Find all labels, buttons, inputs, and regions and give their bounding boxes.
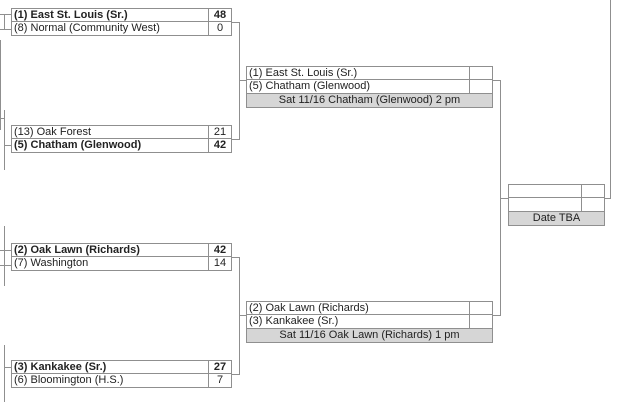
- team-score: [469, 315, 492, 328]
- team-score: 21: [208, 126, 231, 138]
- qf2-team2: (5) Chatham (Glenwood) 42: [11, 139, 232, 153]
- stub-line-r1: [0, 250, 11, 251]
- bracket-line-sf1: [493, 80, 501, 81]
- final-game-info: Date TBA: [508, 212, 605, 226]
- bracket-line-sf2-in: [239, 315, 246, 316]
- team-score: 48: [208, 9, 231, 21]
- stub-line-r1: [4, 226, 5, 286]
- bracket-line-qf4: [232, 374, 240, 375]
- stub-line-r1: [0, 40, 1, 130]
- stub-line-r1: [4, 367, 11, 368]
- bracket-line-qf3: [232, 257, 240, 258]
- team-score: 7: [208, 374, 231, 387]
- team-name: (1) East St. Louis (Sr.): [249, 67, 358, 79]
- team-score: [581, 198, 604, 211]
- team-name: (3) Kankakee (Sr.): [249, 315, 339, 327]
- qf1-team2: (8) Normal (Community West) 0: [11, 22, 232, 36]
- qf3-team2: (7) Washington 14: [11, 257, 232, 271]
- team-name: (1) East St. Louis (Sr.): [14, 9, 128, 21]
- team-name: (6) Bloomington (H.S.): [14, 374, 124, 386]
- sf1-team1: (1) East St. Louis (Sr.): [246, 66, 493, 80]
- team-score: [469, 67, 492, 79]
- stub-line-r1: [4, 345, 5, 402]
- stub-line-r1: [4, 110, 5, 170]
- bracket-line-qf1: [232, 22, 240, 23]
- sf2-team1: (2) Oak Lawn (Richards): [246, 301, 493, 315]
- bracket-line-final-rise: [610, 0, 611, 199]
- team-name: (8) Normal (Community West): [14, 22, 160, 34]
- qf3-team1: (2) Oak Lawn (Richards) 42: [11, 243, 232, 257]
- sf1-game-info: Sat 11/16 Chatham (Glenwood) 2 pm: [246, 94, 493, 108]
- stub-line-r1: [0, 14, 11, 15]
- team-name: [509, 185, 581, 197]
- team-score: 14: [208, 257, 231, 270]
- qf2-team1: (13) Oak Forest 21: [11, 125, 232, 139]
- stub-line-r1: [0, 118, 4, 119]
- stub-line-r1: [4, 145, 11, 146]
- bracket-line-qf2: [232, 139, 240, 140]
- bracket-line-sf2-join: [239, 257, 240, 375]
- team-score: [581, 185, 604, 197]
- team-name: (5) Chatham (Glenwood): [249, 80, 371, 92]
- sf2-team2: (3) Kankakee (Sr.): [246, 315, 493, 329]
- bracket-line-sf1-join: [239, 22, 240, 140]
- bracket-line-final-in: [500, 198, 508, 199]
- bracket-line-sf2: [493, 315, 501, 316]
- bracket-line-final-out: [605, 198, 611, 199]
- team-name: (3) Kankakee (Sr.): [14, 361, 107, 373]
- stub-line-r1: [0, 265, 11, 266]
- team-name: (5) Chatham (Glenwood): [14, 139, 142, 151]
- team-score: 0: [208, 22, 231, 35]
- team-name: (2) Oak Lawn (Richards): [249, 302, 369, 314]
- team-score: 42: [208, 139, 231, 152]
- final-team1: [508, 184, 605, 198]
- final-team2: [508, 198, 605, 212]
- team-score: 42: [208, 244, 231, 256]
- team-score: 27: [208, 361, 231, 373]
- sf1-team2: (5) Chatham (Glenwood): [246, 80, 493, 94]
- team-name: (13) Oak Forest: [14, 126, 92, 138]
- sf2-game-info: Sat 11/16 Oak Lawn (Richards) 1 pm: [246, 329, 493, 343]
- qf4-team2: (6) Bloomington (H.S.) 7: [11, 374, 232, 388]
- stub-line-r1: [0, 29, 11, 30]
- team-score: [469, 302, 492, 314]
- team-name: (2) Oak Lawn (Richards): [14, 244, 140, 256]
- stub-line-r1: [4, 14, 5, 30]
- team-score: [469, 80, 492, 93]
- team-name: (7) Washington: [14, 257, 89, 269]
- bracket-line-sf1-in: [239, 80, 246, 81]
- qf4-team1: (3) Kankakee (Sr.) 27: [11, 360, 232, 374]
- qf1-team1: (1) East St. Louis (Sr.) 48: [11, 8, 232, 22]
- team-name: [509, 198, 581, 211]
